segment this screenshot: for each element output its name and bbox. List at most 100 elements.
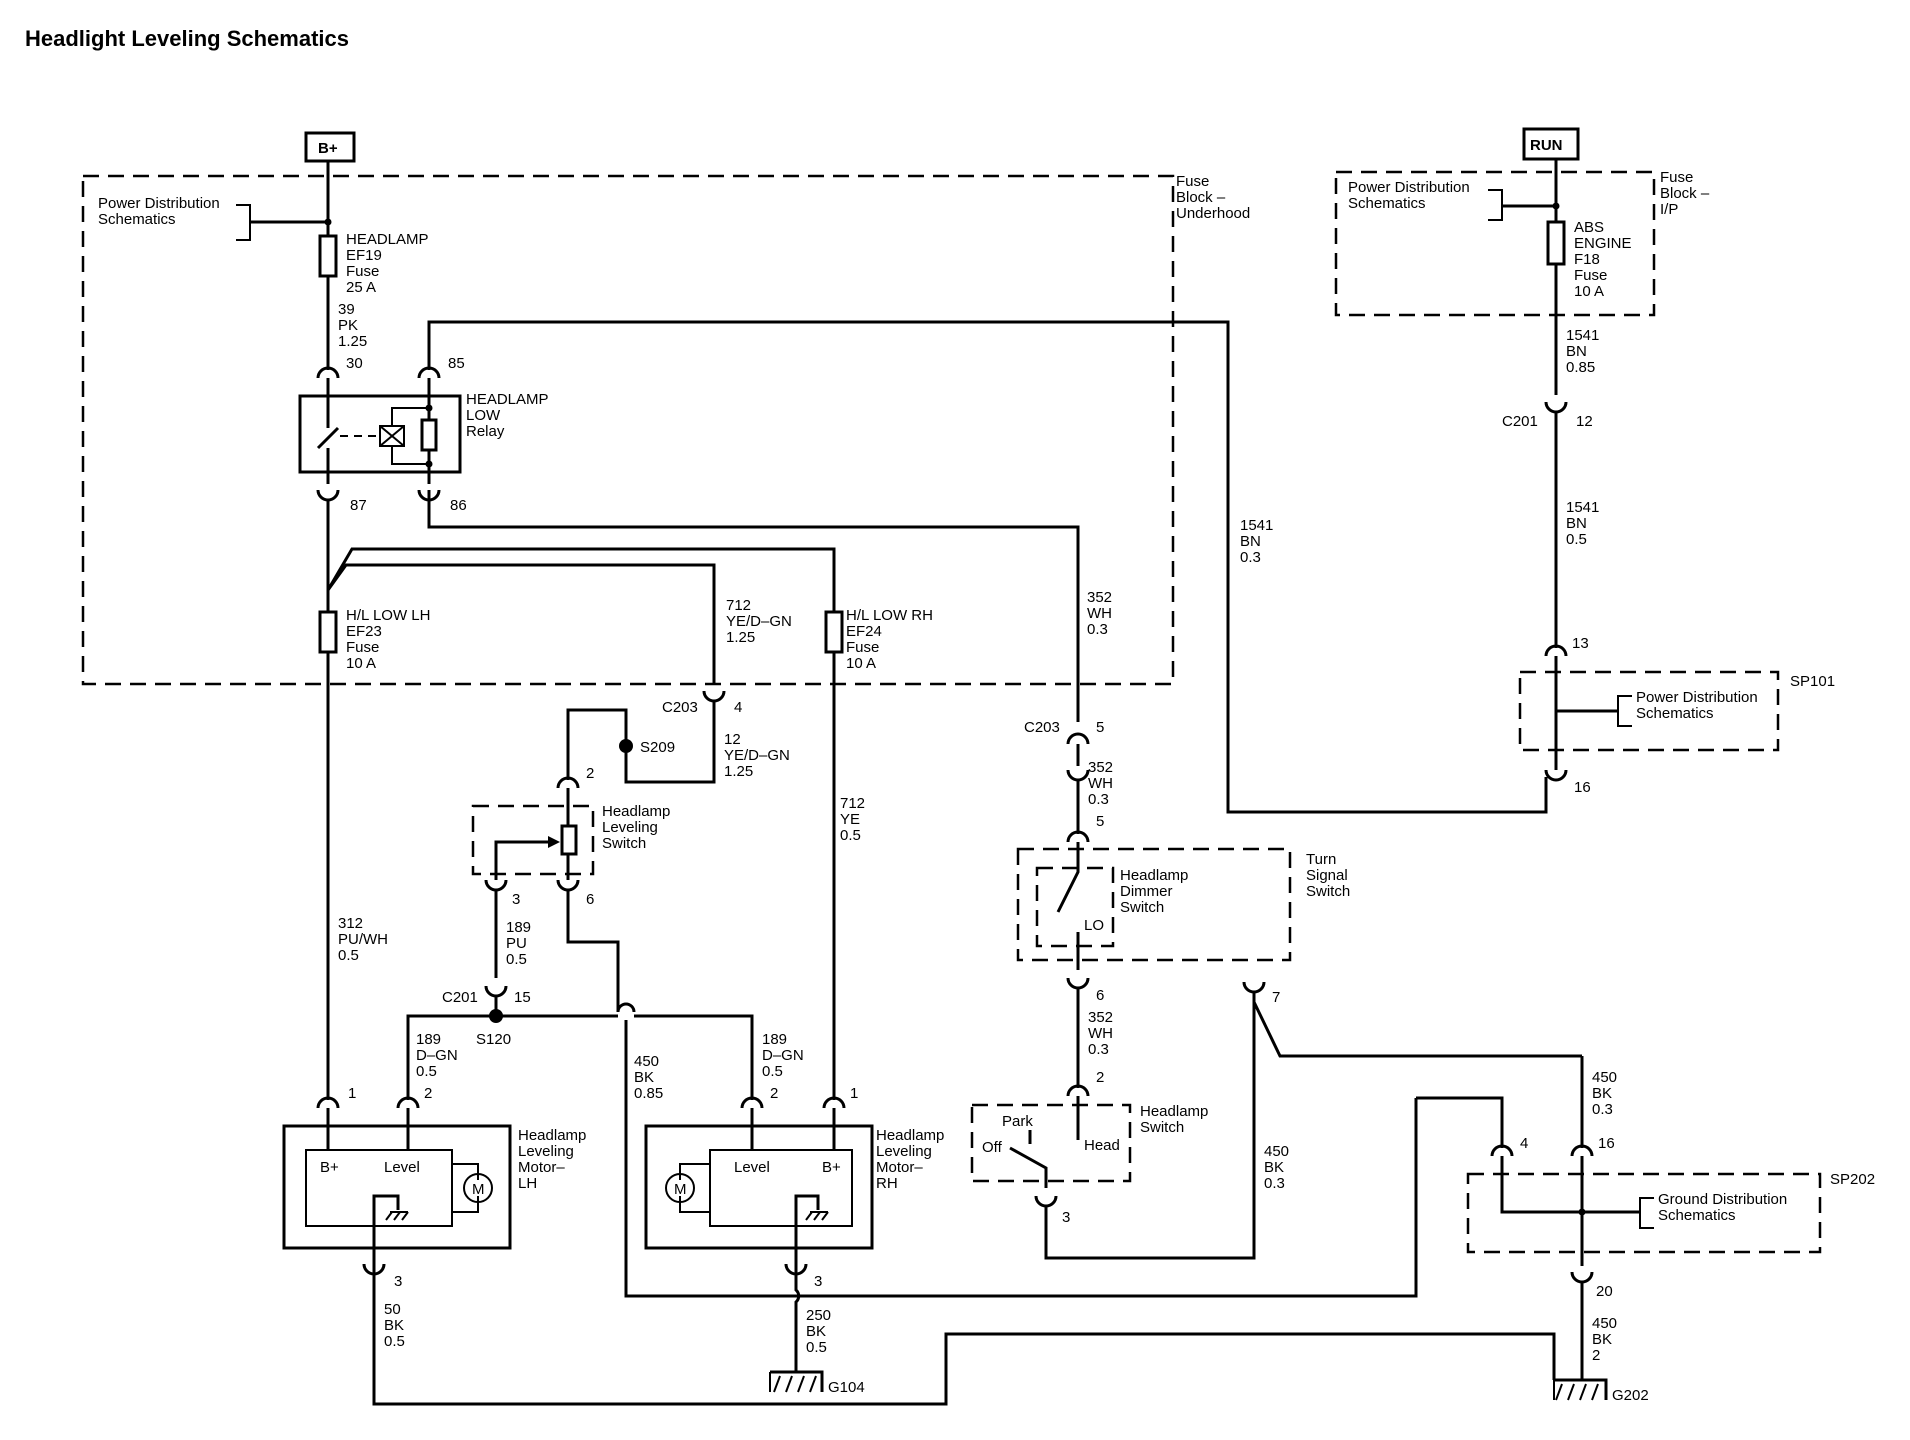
headlamp-switch-block — [970, 1103, 1132, 1183]
pd-ref-1: Power Distribution — [98, 195, 220, 212]
lev-sw-arrow — [548, 836, 560, 848]
run-source-box — [1522, 127, 1580, 161]
ef24-l2: EF24 — [846, 623, 882, 640]
w189b-l2: D–GN — [416, 1047, 458, 1064]
sp202-bus — [1500, 1156, 1584, 1266]
bplus-label: B+ — [318, 140, 338, 157]
wire-450d — [1252, 992, 1582, 1058]
rh-inner — [709, 1149, 853, 1227]
lh-motor-m: M — [472, 1181, 485, 1198]
relay-coil-wires — [391, 407, 429, 465]
conn-dimmer-6 — [1066, 977, 1090, 990]
dimmer-switch — [1056, 842, 1080, 970]
g202-label: G202 — [1612, 1387, 1649, 1404]
w450d-l2: BK — [1592, 1085, 1612, 1102]
fuse-block-underhood — [81, 174, 1175, 686]
wire-250 — [794, 1274, 801, 1372]
w450a-l2: BK — [634, 1069, 654, 1086]
w189a-l1: 189 — [506, 919, 531, 936]
ef19-l3: Fuse — [346, 263, 379, 280]
ef24-l1: H/L LOW RH — [846, 607, 933, 624]
turn-l1: Turn — [1306, 851, 1336, 868]
relay-resistor — [420, 418, 438, 452]
g104-hatch — [769, 1372, 817, 1393]
w189c-l3: 0.5 — [762, 1063, 783, 1080]
hlsw-switch — [1009, 1130, 1048, 1188]
fuse-f18 — [1546, 220, 1566, 266]
w12-l3: 1.25 — [724, 763, 753, 780]
leveling-switch-block — [471, 804, 595, 876]
pin-3b: 3 — [1062, 1209, 1070, 1226]
sp202-block — [1466, 1172, 1822, 1254]
w352a-l1: 352 — [1087, 589, 1112, 606]
w352c-l3: 0.3 — [1088, 1041, 1109, 1058]
w1541b-l2: BN — [1566, 515, 1587, 532]
ip-pd-ref-2: Schematics — [1348, 195, 1426, 212]
c203-4-pin: 4 — [734, 699, 742, 716]
lo-label: LO — [1084, 917, 1104, 934]
lev-sw-pot — [560, 824, 578, 856]
rh-bplus: B+ — [822, 1159, 841, 1176]
underhood-label-2: Block – — [1176, 189, 1226, 206]
ef23-l4: 10 A — [346, 655, 376, 672]
sp202-pin-20: 20 — [1596, 1283, 1613, 1300]
conn-turn-7 — [1242, 981, 1266, 994]
f18-l2: ENGINE — [1574, 235, 1632, 252]
relay-dot-bottom — [425, 460, 433, 468]
w250-l2: BK — [806, 1323, 826, 1340]
pin-2b: 2 — [1096, 1069, 1104, 1086]
motor-lh — [282, 1124, 512, 1250]
w450e-l1: 450 — [1592, 1315, 1617, 1332]
w450a-l3: 0.85 — [634, 1085, 663, 1102]
g104-label: G104 — [828, 1379, 865, 1396]
w189b-l1: 189 — [416, 1031, 441, 1048]
fuse-ef19 — [318, 234, 338, 278]
conn-turn-5 — [1066, 830, 1090, 843]
g202-bar — [1554, 1378, 1608, 1400]
relay-l2: LOW — [466, 407, 501, 424]
f18-l4: Fuse — [1574, 267, 1607, 284]
w189b-l3: 0.5 — [416, 1063, 437, 1080]
rh-l2: Leveling — [876, 1143, 932, 1160]
wire-450-to-4 — [1422, 1096, 1504, 1148]
fuse-ef24 — [824, 610, 844, 654]
relay-l3: Relay — [466, 423, 505, 440]
sp101-ref-1: Power Distribution — [1636, 689, 1758, 706]
turn-l2: Signal — [1306, 867, 1348, 884]
w450c-l2: BK — [1264, 1159, 1284, 1176]
rh-motor-m: M — [674, 1181, 687, 1198]
sp101-bracket — [1617, 695, 1632, 727]
ip-label-1: Fuse — [1660, 169, 1693, 186]
w450a-l1: 450 — [634, 1053, 659, 1070]
lev-sw-l1: Headlamp — [602, 803, 670, 820]
w1541a-l3: 0.85 — [1566, 359, 1595, 376]
ef19-l2: EF19 — [346, 247, 382, 264]
c201b-pin: 15 — [514, 989, 531, 1006]
w1541a-l2: BN — [1566, 343, 1587, 360]
w50-l2: BK — [384, 1317, 404, 1334]
w312-l2: PU/WH — [338, 931, 388, 948]
w12-l2: YE/D–GN — [724, 747, 790, 764]
conn-13 — [1544, 644, 1568, 657]
hlsw-l2: Switch — [1140, 1119, 1184, 1136]
wire-189-branches — [406, 996, 754, 1100]
ip-label-2: Block – — [1660, 185, 1710, 202]
off-label: Off — [982, 1139, 1003, 1156]
w1541b-l3: 0.5 — [1566, 531, 1587, 548]
rh-ground-wire — [794, 1194, 820, 1280]
conn-c203-5-b — [1066, 769, 1090, 782]
conn-rh-2 — [740, 1096, 764, 1109]
ef24-l4: 10 A — [846, 655, 876, 672]
w450d-l3: 0.3 — [1592, 1101, 1613, 1118]
hlsw-l1: Headlamp — [1140, 1103, 1208, 1120]
w712a-l3: 1.25 — [726, 629, 755, 646]
sp202-label: SP202 — [1830, 1171, 1875, 1188]
sp101-label: SP101 — [1790, 673, 1835, 690]
f18-l5: 10 A — [1574, 283, 1604, 300]
w50-l3: 0.5 — [384, 1333, 405, 1350]
conn-lh-2 — [396, 1096, 420, 1109]
w1541c-l3: 0.3 — [1240, 549, 1261, 566]
pin-5b: 5 — [1096, 813, 1104, 830]
w352b-l2: WH — [1088, 775, 1113, 792]
